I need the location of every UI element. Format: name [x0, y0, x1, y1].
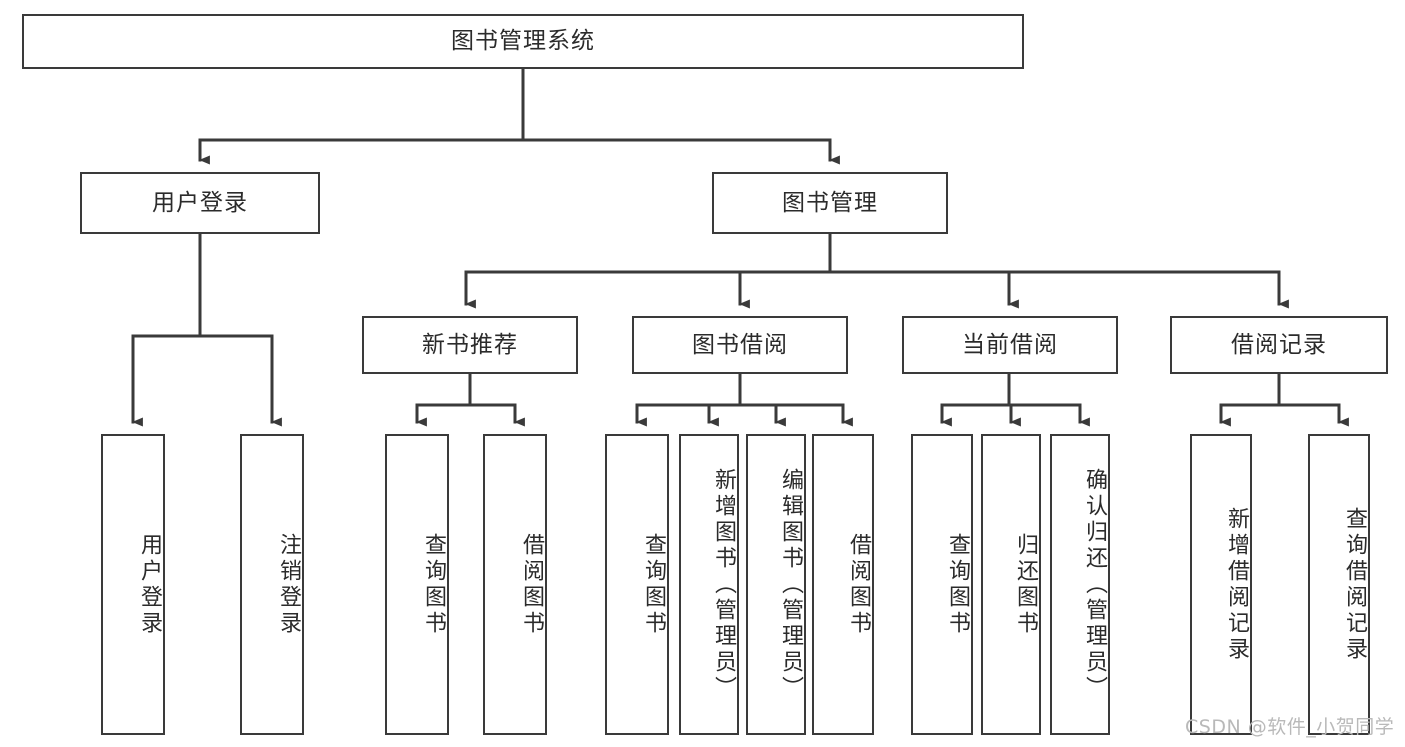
leaf-return-book[interactable]: 归还图书	[981, 434, 1041, 735]
node-label: 新书推荐	[422, 331, 518, 358]
node-label: 图书管理系统	[451, 28, 595, 55]
node-current-borrow[interactable]: 当前借阅	[902, 316, 1118, 374]
node-label: 查询图书	[421, 532, 446, 637]
leaf-query-borrow-record[interactable]: 查询借阅记录	[1308, 434, 1370, 735]
csdn-watermark: CSDN @软件_小贺同学	[1185, 716, 1395, 738]
node-label: 查询图书	[641, 532, 666, 637]
node-new-book-recommend[interactable]: 新书推荐	[362, 316, 578, 374]
node-book-management[interactable]: 图书管理	[712, 172, 948, 234]
node-borrow-record[interactable]: 借阅记录	[1170, 316, 1388, 374]
node-label: 用户登录	[137, 532, 162, 637]
node-label: 确认归还（管理员）	[1082, 467, 1107, 702]
node-label: 图书管理	[782, 189, 878, 216]
node-label: 归还图书	[1013, 532, 1038, 637]
node-user-login[interactable]: 用户登录	[80, 172, 320, 234]
leaf-query-book-current[interactable]: 查询图书	[911, 434, 973, 735]
leaf-add-borrow-record[interactable]: 新增借阅记录	[1190, 434, 1252, 735]
leaf-confirm-return-admin[interactable]: 确认归还（管理员）	[1050, 434, 1110, 735]
leaf-user-login[interactable]: 用户登录	[101, 434, 165, 735]
node-label: 借阅记录	[1231, 331, 1327, 358]
node-label: 当前借阅	[962, 331, 1058, 358]
leaf-query-book-borrow[interactable]: 查询图书	[605, 434, 669, 735]
node-label: 注销登录	[276, 532, 301, 637]
node-label: 查询图书	[945, 532, 970, 637]
node-label: 借阅图书	[846, 532, 871, 637]
node-label: 用户登录	[152, 189, 248, 216]
node-book-borrow[interactable]: 图书借阅	[632, 316, 848, 374]
node-root-system[interactable]: 图书管理系统	[22, 14, 1024, 69]
leaf-borrow-book[interactable]: 借阅图书	[812, 434, 874, 735]
node-label: 借阅图书	[519, 532, 544, 637]
leaf-add-book-admin[interactable]: 新增图书（管理员）	[679, 434, 739, 735]
leaf-borrow-book-newbook[interactable]: 借阅图书	[483, 434, 547, 735]
node-label: 编辑图书（管理员）	[778, 467, 803, 702]
node-label: 查询借阅记录	[1342, 506, 1367, 663]
node-label: 图书借阅	[692, 331, 788, 358]
leaf-logout[interactable]: 注销登录	[240, 434, 304, 735]
leaf-edit-book-admin[interactable]: 编辑图书（管理员）	[746, 434, 806, 735]
node-label: 新增图书（管理员）	[711, 467, 736, 702]
node-label: 新增借阅记录	[1224, 506, 1249, 663]
leaf-query-book-newbook[interactable]: 查询图书	[385, 434, 449, 735]
